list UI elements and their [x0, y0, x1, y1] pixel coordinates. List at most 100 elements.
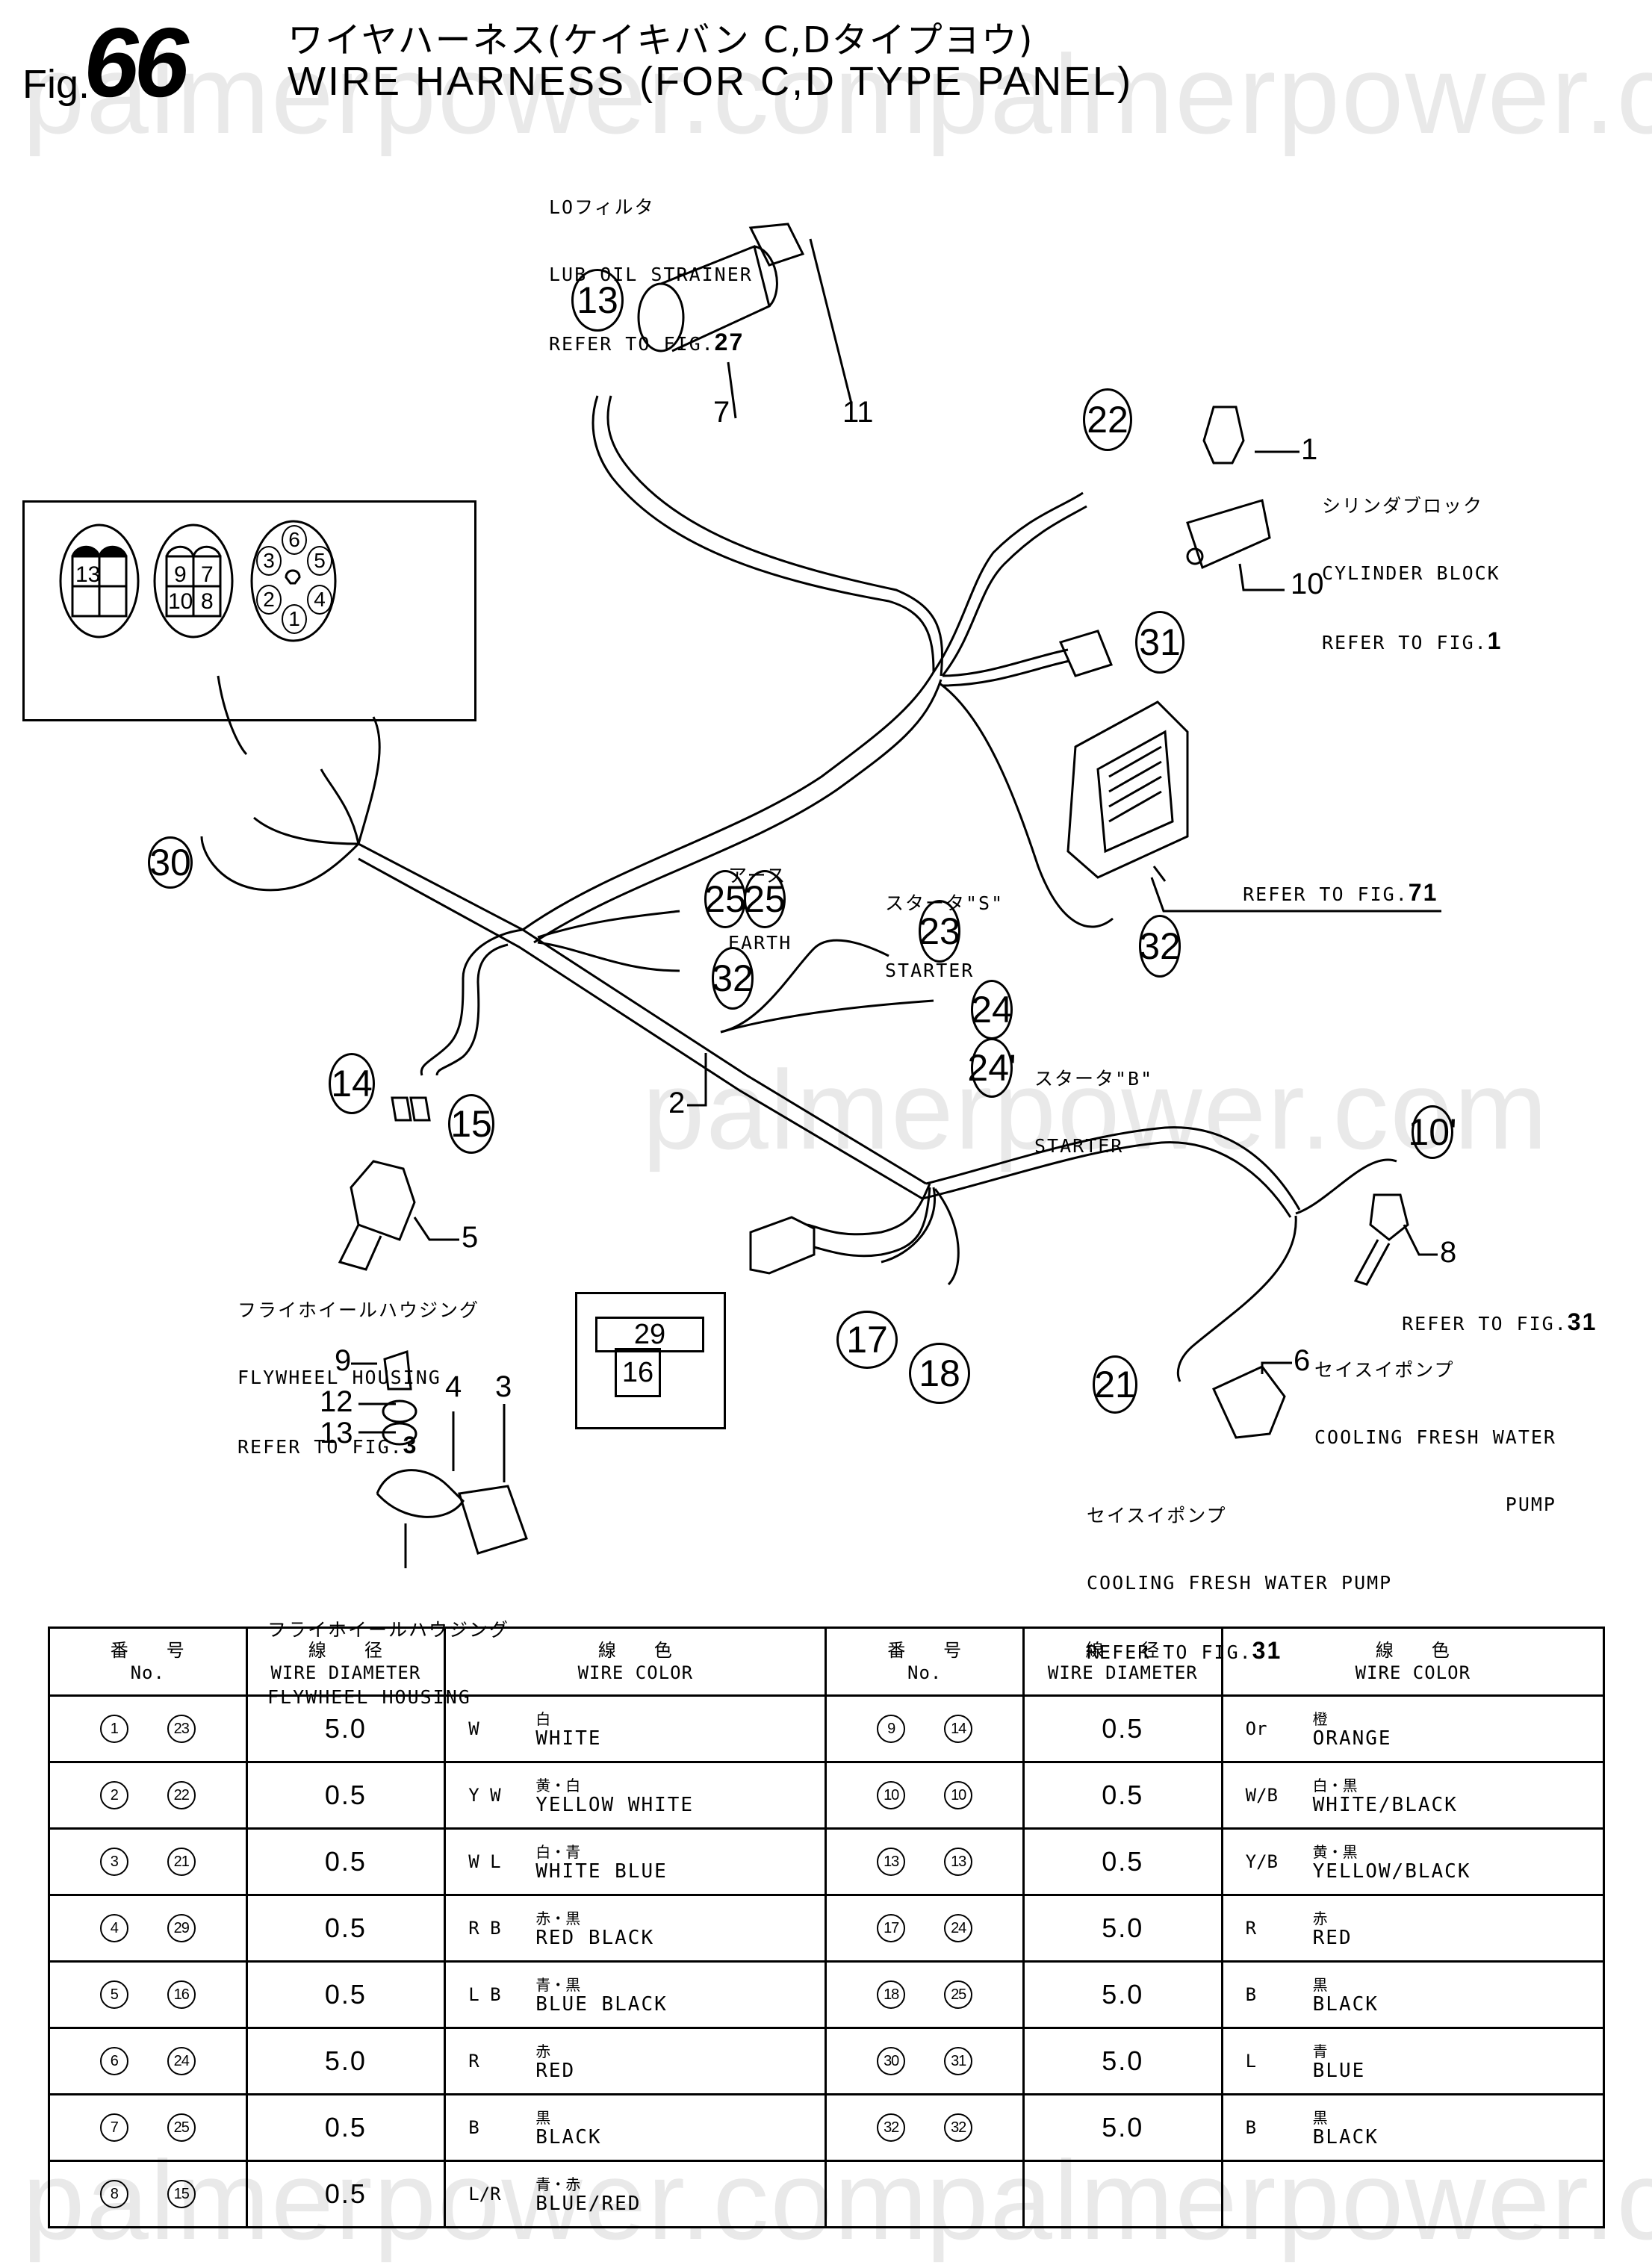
- part-number-1: 1: [1301, 433, 1318, 466]
- color-jp: 白・黒: [1312, 1777, 1358, 1795]
- wire-diameter: 0.5: [324, 1913, 367, 1943]
- color-jp: 黒: [535, 2109, 551, 2127]
- watermark: palmerpower.com: [642, 1047, 1549, 1172]
- header-en: No.: [907, 1662, 943, 1683]
- watermark: palmerpower.com: [22, 31, 929, 157]
- cell-diameter: 0.5: [245, 1827, 447, 1896]
- color-jp: 青・黒: [535, 1976, 581, 1994]
- wire-number-b: 10: [944, 1781, 973, 1809]
- tag-bottom: 16: [615, 1348, 661, 1397]
- callout-24a: 24: [971, 980, 1013, 1040]
- color-code: Y W: [468, 1785, 501, 1806]
- cell-color: [1220, 2160, 1606, 2228]
- cell-diameter: 0.5: [245, 1761, 447, 1830]
- callout-21: 21: [1093, 1355, 1137, 1414]
- color-code: R B: [468, 1918, 501, 1939]
- pin-callout: 1: [282, 604, 307, 634]
- oil-pressure-sender: [1186, 406, 1271, 570]
- header-jp: 番 号: [110, 1640, 185, 1661]
- label-en: COOLING FRESH WATER PUMP: [1087, 1572, 1393, 1594]
- color-code: B: [1245, 1984, 1257, 2005]
- color-jp: 黄・白: [535, 1777, 581, 1795]
- wire-diameter: 0.5: [324, 1846, 367, 1877]
- wire-number-a: 18: [877, 1980, 906, 2009]
- color-code: W L: [468, 1851, 501, 1872]
- wire-number-b: 31: [944, 2047, 973, 2075]
- label-en: STARTER: [1034, 1135, 1124, 1157]
- part-number-4: 4: [445, 1370, 462, 1403]
- color-jp: 黄・黒: [1312, 1843, 1358, 1861]
- wire-number-a: 3: [99, 1848, 128, 1876]
- color-code: W/B: [1245, 1785, 1278, 1806]
- leader-2: [687, 1053, 707, 1107]
- terminal-cover: [748, 223, 805, 267]
- color-code: L/R: [468, 2184, 501, 2205]
- color-en: RED: [1312, 1927, 1353, 1949]
- wire-number-b: 13: [944, 1848, 973, 1876]
- wire-diameter: 0.5: [1102, 1846, 1144, 1877]
- part-number-7: 7: [713, 396, 730, 429]
- callout-22: 22: [1083, 388, 1132, 451]
- wire-diameter: 5.0: [1102, 2045, 1144, 2076]
- wire-diameter: 5.0: [324, 1713, 367, 1744]
- wire-number-b: 32: [944, 2113, 973, 2142]
- color-code: B: [1245, 2117, 1257, 2138]
- color-en: BLACK: [1312, 2126, 1379, 2149]
- wire-number-a: 8: [99, 2180, 128, 2208]
- pin-label: 13: [75, 562, 101, 587]
- color-code: L: [1245, 2051, 1257, 2072]
- cell-diameter: 5.0: [1022, 2093, 1223, 2162]
- part-number-10: 10: [1291, 568, 1324, 600]
- header-en: WIRE DIAMETER: [270, 1662, 421, 1683]
- title-english: WIRE HARNESS (FOR C,D TYPE PANEL): [288, 59, 1134, 104]
- wire-number-a: 7: [99, 2113, 128, 2142]
- pin-callout: 3: [256, 546, 282, 576]
- wire-number-b: 23: [167, 1715, 196, 1743]
- part-number-13: 13: [320, 1417, 353, 1450]
- callout-18: 18: [909, 1343, 970, 1404]
- callout-23: 23: [919, 900, 960, 963]
- label-lub-oil-strainer: LOフィルタ LUB OIL STRAINER REFER TO FIG.27: [549, 152, 753, 378]
- label-ref: REFER TO FIG.3: [237, 1433, 479, 1458]
- leader-6: [1261, 1361, 1292, 1374]
- color-jp: 黒: [1312, 1976, 1328, 1994]
- label-jp: セイスイポンプ: [1087, 1505, 1227, 1526]
- cell-diameter: 0.5: [245, 2160, 447, 2228]
- callout-32a: 32: [712, 947, 754, 1010]
- color-en: BLUE BLACK: [535, 1993, 668, 2016]
- ref-number: 1: [1487, 627, 1503, 654]
- color-code: B: [468, 2117, 479, 2138]
- pin-callout: 4: [307, 585, 332, 615]
- color-en: BLUE: [1312, 2060, 1366, 2082]
- cell-diameter: 0.5: [1022, 1827, 1223, 1896]
- color-code: R: [468, 2051, 479, 2072]
- color-en: ORANGE: [1312, 1727, 1392, 1750]
- color-en: BLACK: [1312, 1993, 1379, 2016]
- label-en: COOLING FRESH WATER: [1314, 1426, 1556, 1448]
- cell-diameter: 5.0: [1022, 1960, 1223, 2029]
- color-en: RED: [535, 2060, 576, 2082]
- label-fig31-upper: REFER TO FIG.31: [1376, 1288, 1597, 1335]
